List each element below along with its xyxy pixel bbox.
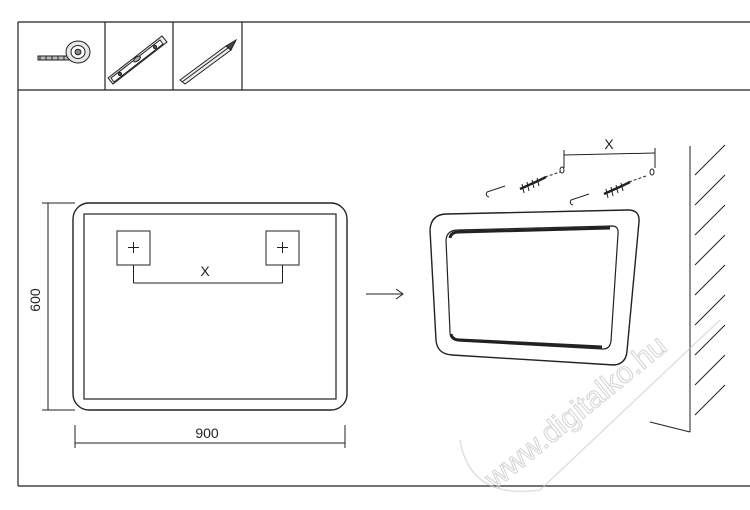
height-label: 600	[27, 288, 43, 312]
mirror-front-view	[42, 202, 348, 448]
wall-spacing-dimension	[563, 148, 656, 168]
mirror-perspective-view	[429, 209, 640, 366]
spirit-level-icon	[107, 35, 168, 85]
mirror-outer-frame	[72, 202, 348, 411]
tape-measure-icon	[37, 40, 91, 64]
mounting-hardware-right	[569, 168, 655, 206]
pencil-icon	[179, 38, 238, 85]
mounting-hardware-left	[485, 166, 565, 198]
height-dimension-line	[42, 202, 75, 411]
width-label: 900	[195, 425, 219, 441]
mirror-inner-frame	[83, 213, 337, 400]
wall-section	[649, 144, 726, 433]
hanger-left	[116, 230, 151, 283]
hanger-spacing-label: X	[200, 263, 210, 279]
page-border	[17, 21, 750, 487]
arrow-right-icon	[366, 288, 404, 300]
hanger-right	[265, 230, 300, 283]
wall-spacing-label: X	[604, 136, 614, 152]
width-dimension-line	[74, 425, 346, 448]
